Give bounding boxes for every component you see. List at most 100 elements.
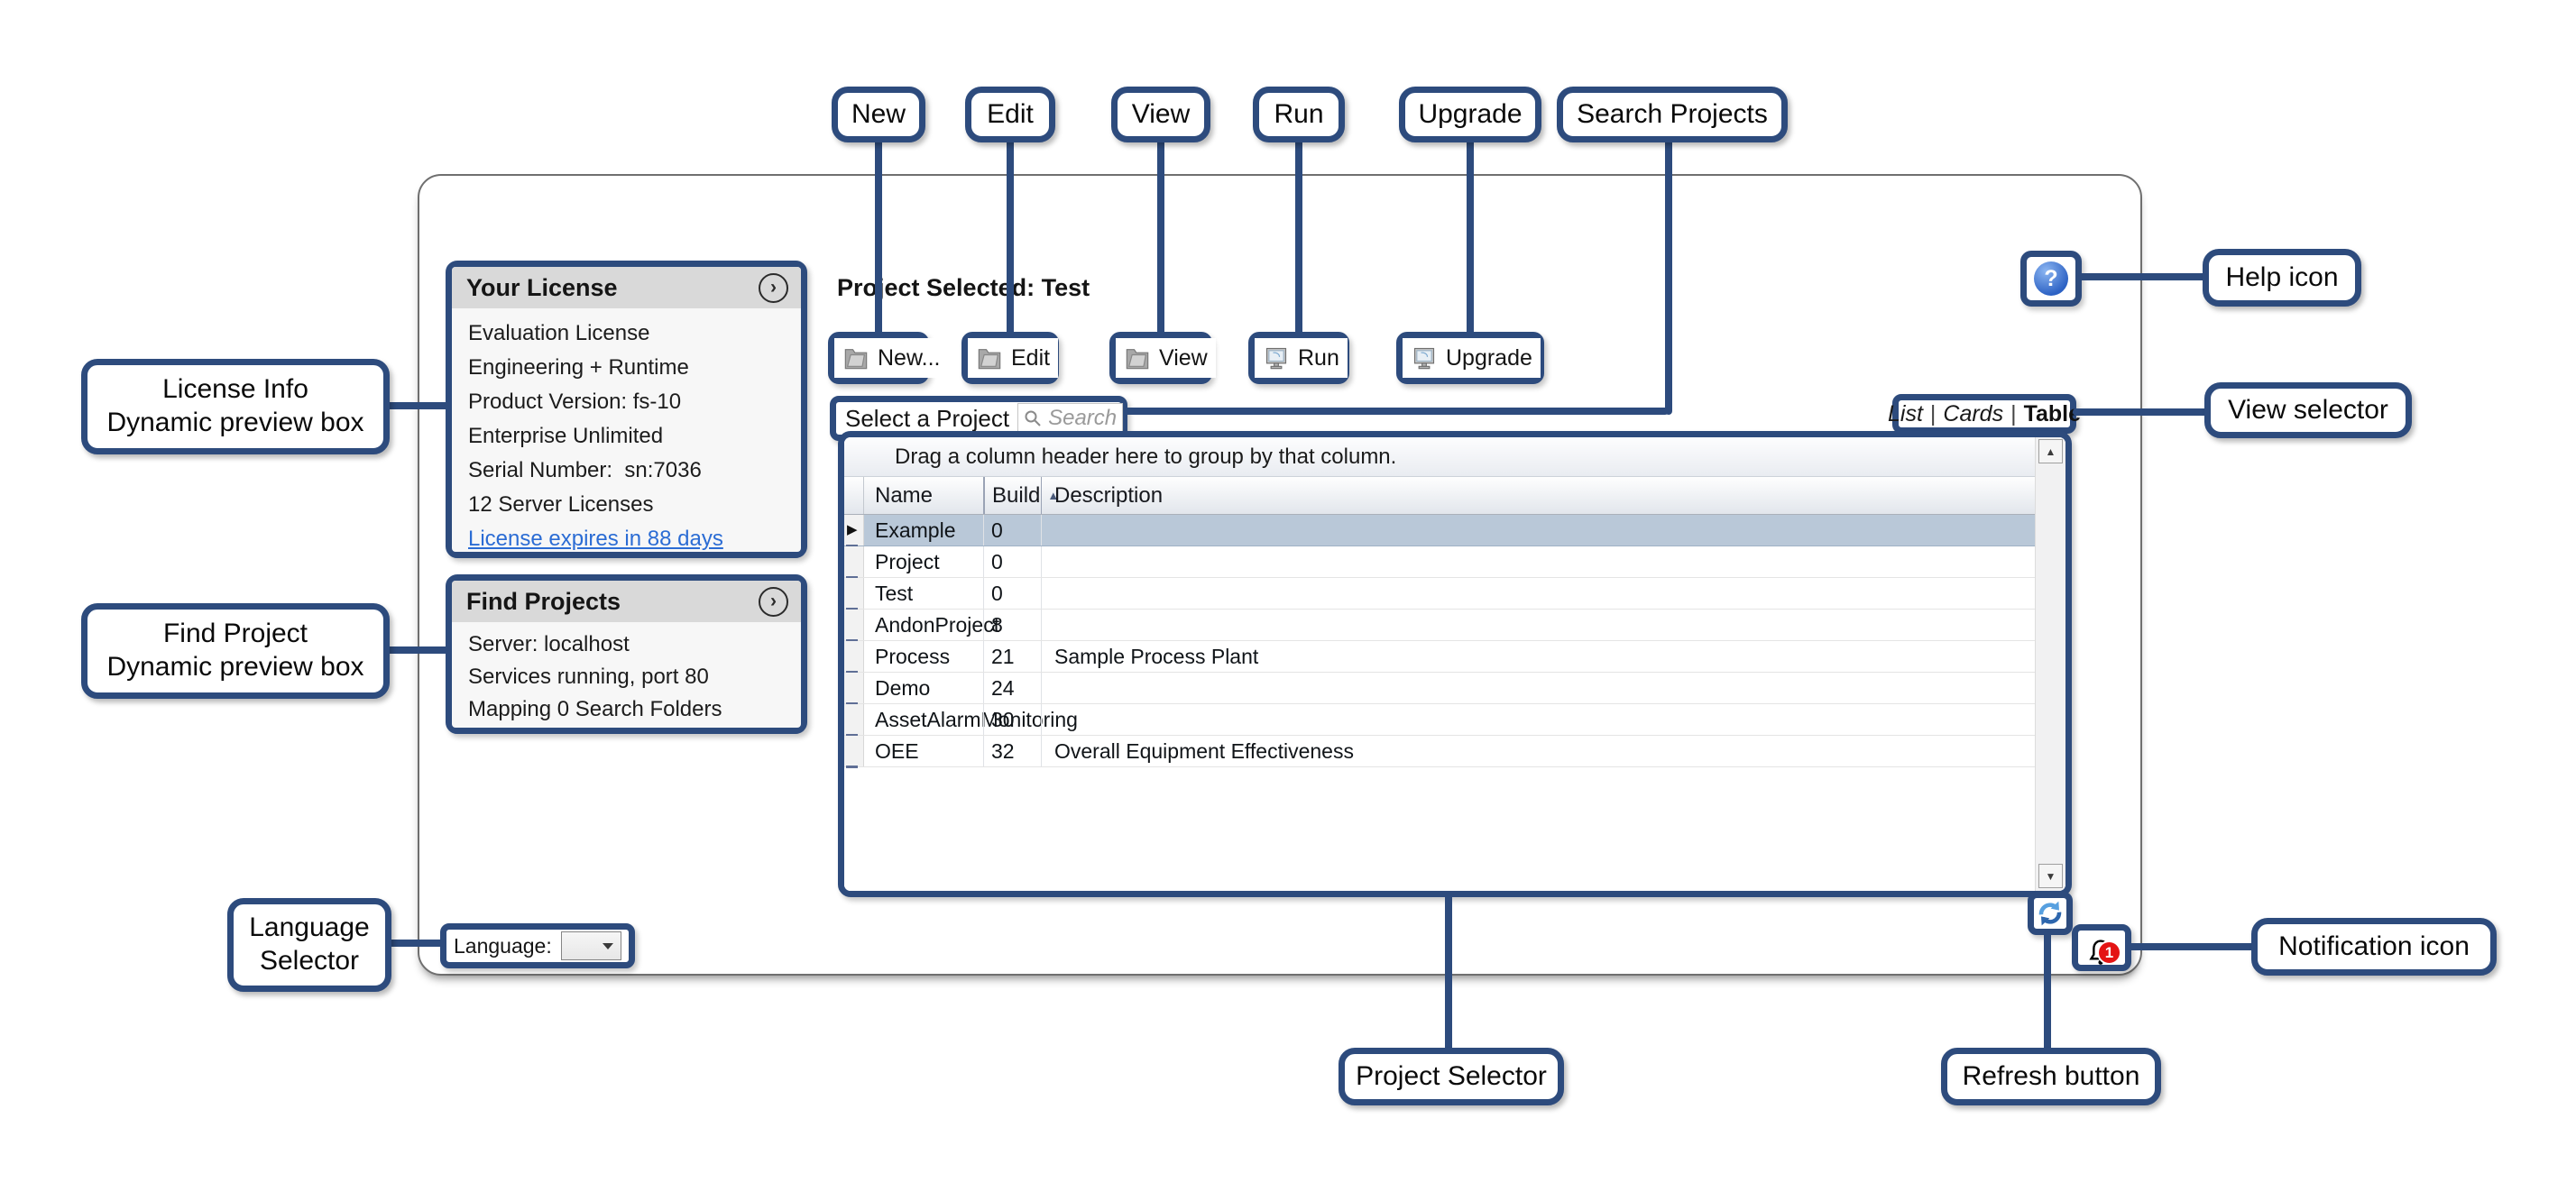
connector-line-search-vertical: [1665, 137, 1672, 415]
run-button-label: Run: [1298, 344, 1339, 371]
cell-description: [1041, 610, 2035, 640]
find-item: Mapping 0 Search Folders: [468, 697, 722, 721]
sort-ascending-icon: ▲: [1047, 489, 1060, 502]
upgrade-button[interactable]: Upgrade: [1403, 338, 1541, 378]
callout-search-projects: Search Projects: [1557, 87, 1788, 142]
cell-description: [1041, 546, 2035, 577]
cell-description: Sample Process Plant: [1041, 641, 2035, 672]
help-icon[interactable]: ?: [2034, 261, 2068, 296]
view-mode-table[interactable]: Table: [2023, 400, 2082, 426]
cell-description: [1041, 673, 2035, 703]
cell-build: 0: [983, 578, 1041, 609]
license-item: Enterprise Unlimited: [468, 424, 664, 448]
group-by-hint: Drag a column header here to group by th…: [844, 437, 2035, 477]
connector-line-view-selector: [2073, 408, 2208, 416]
scroll-down-button[interactable]: ▼: [2038, 864, 2063, 888]
separator: |: [1929, 400, 1937, 426]
callout-run: Run: [1253, 87, 1345, 142]
row-gutter: [844, 704, 864, 737]
new-button-label: New...: [878, 344, 941, 371]
license-item: Product Version: fs-10: [468, 390, 682, 414]
view-button-frame: View: [1109, 332, 1216, 384]
connector-line-find-project: [386, 646, 449, 654]
cell-name: Example: [875, 518, 956, 542]
connector-line-run: [1295, 137, 1302, 337]
callout-language-selector: Language Selector: [227, 898, 391, 992]
connector-line-view: [1157, 137, 1164, 337]
license-item: Engineering + Runtime: [468, 355, 689, 380]
row-gutter: [844, 578, 864, 610]
license-item: 12 Server Licenses: [468, 492, 654, 517]
connector-line-help: [2078, 273, 2206, 280]
column-header-name[interactable]: Name: [875, 482, 934, 508]
table-row[interactable]: Demo 24: [844, 673, 2035, 705]
cell-build: 21: [983, 641, 1041, 672]
callout-help-icon: Help icon: [2203, 249, 2361, 307]
search-placeholder: Search: [1048, 406, 1118, 430]
cell-build: 24: [983, 673, 1041, 703]
refresh-icon[interactable]: [2035, 899, 2065, 928]
view-button[interactable]: View: [1116, 338, 1216, 378]
edit-button[interactable]: Edit: [968, 338, 1059, 378]
connector-line-language: [384, 940, 446, 947]
view-button-label: View: [1159, 344, 1208, 371]
license-info-panel: Your License › Evaluation License Engine…: [446, 261, 807, 558]
column-header-build[interactable]: Build ▲: [983, 477, 1059, 514]
cell-description: Overall Equipment Effectiveness: [1041, 736, 2035, 766]
chevron-right-circle-icon[interactable]: ›: [759, 586, 788, 617]
chevron-right-circle-icon[interactable]: ›: [759, 272, 788, 303]
callout-new: New: [832, 87, 925, 142]
cell-name: Test: [875, 581, 914, 605]
language-label: Language:: [454, 933, 552, 958]
table-header-row: Name Build ▲ Description: [844, 477, 2035, 515]
view-mode-cards[interactable]: Cards: [1943, 400, 2004, 426]
language-dropdown[interactable]: [560, 931, 621, 960]
chevron-down-icon: [603, 943, 613, 949]
run-button[interactable]: Run: [1255, 338, 1348, 378]
cell-build: 32: [983, 736, 1041, 766]
cell-build: 0: [983, 515, 1041, 546]
run-button-frame: Run: [1248, 332, 1349, 384]
cell-name: Project: [875, 549, 940, 573]
cell-name: OEE: [875, 738, 919, 763]
scroll-up-button[interactable]: ▲: [2038, 439, 2063, 463]
folder-icon: [978, 349, 1001, 370]
search-input[interactable]: Search: [1017, 403, 1124, 434]
help-button-frame: ?: [2020, 251, 2082, 307]
cell-name: Process: [875, 644, 951, 668]
new-button[interactable]: New...: [834, 338, 949, 378]
table-row[interactable]: Test 0: [844, 578, 2035, 610]
notification-badge: 1: [2097, 940, 2121, 965]
new-button-frame: New...: [828, 332, 949, 384]
connector-line-upgrade: [1467, 137, 1474, 337]
license-expiry-link[interactable]: License expires in 88 days: [468, 527, 723, 551]
callout-refresh-button: Refresh button: [1941, 1048, 2161, 1105]
callout-project-selector: Project Selector: [1339, 1048, 1564, 1105]
cell-build: 0: [983, 546, 1041, 577]
connector-line-project-selector: [1445, 893, 1452, 1051]
separator: |: [2010, 400, 2017, 426]
row-gutter: [844, 546, 864, 579]
table-row[interactable]: ▶ Example 0: [844, 515, 2035, 547]
callout-find-project: Find Project Dynamic preview box: [81, 603, 390, 699]
column-header-description[interactable]: Description: [1041, 477, 2035, 514]
cell-name: Demo: [875, 675, 931, 700]
row-gutter: ▶: [844, 515, 864, 547]
table-row[interactable]: Project 0: [844, 546, 2035, 579]
connector-line-license-info: [386, 402, 449, 409]
row-gutter: [844, 673, 864, 705]
license-panel-header: Your License ›: [452, 267, 801, 308]
row-gutter: [844, 641, 864, 674]
row-gutter: [844, 736, 864, 768]
callout-notification-icon: Notification icon: [2251, 918, 2497, 976]
view-mode-list[interactable]: List: [1887, 400, 1923, 426]
vertical-scrollbar[interactable]: ▲ ▼: [2035, 437, 2065, 891]
find-item: Server: localhost: [468, 632, 630, 656]
view-mode-selector: List | Cards | Table: [1888, 394, 2081, 434]
cell-name: AssetAlarmMonitoring: [875, 707, 1078, 731]
